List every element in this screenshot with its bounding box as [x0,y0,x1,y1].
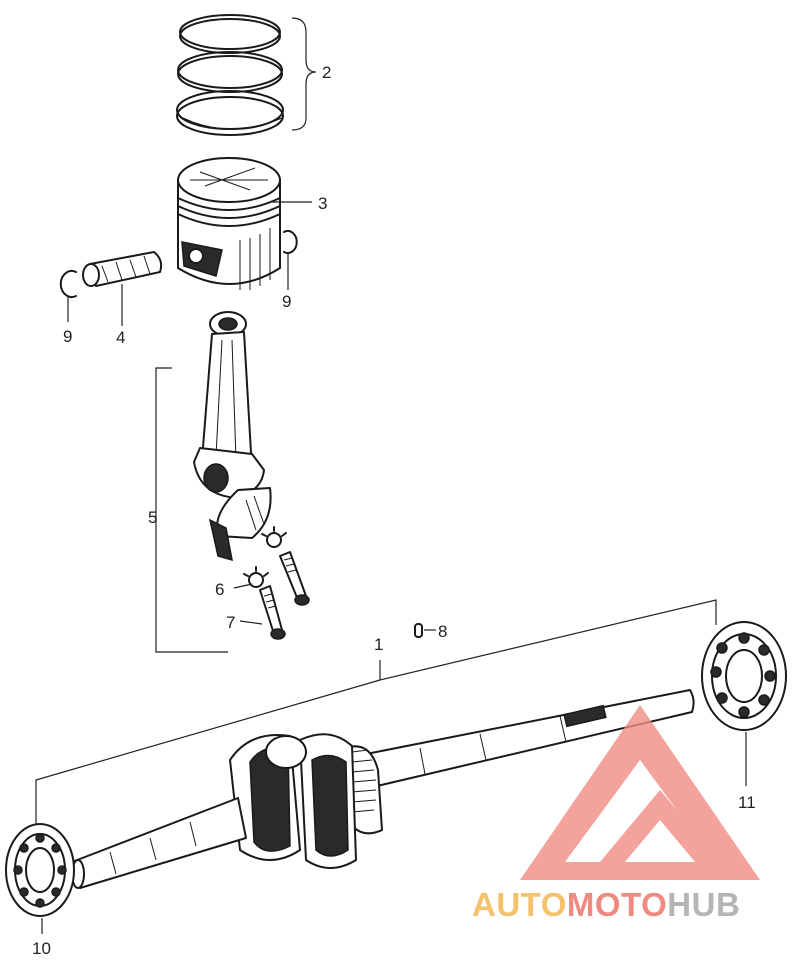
bracket-2 [291,17,317,131]
piston-pin [82,251,163,287]
circlip-right [283,230,298,254]
callout-7: 7 [226,613,235,632]
lock-washer-upper [261,526,287,548]
bearing-left [5,823,75,917]
watermark-logo-icon [520,705,760,880]
watermark-auto: AUTO [472,886,567,923]
crankshaft [71,689,695,889]
connecting-rod [193,311,272,562]
bracket-1 [35,599,717,830]
lock-washer-lower [243,566,269,588]
callout-3: 3 [318,194,327,213]
callout-2: 2 [322,63,331,82]
watermark-text: AUTOMOTOHUB [472,886,740,923]
bearing-right [701,621,787,731]
rod-bolt-upper [279,551,310,606]
callout-8: 8 [438,622,447,641]
piston-rings [176,14,284,136]
callout-4: 4 [116,328,125,347]
rod-bolt-lower [259,585,286,640]
callout-10: 10 [32,939,51,958]
watermark-moto: MOTO [567,886,667,923]
callout-11: 11 [738,793,756,812]
woodruff-key [414,623,423,638]
callout-6: 6 [215,580,224,599]
callout-9-left: 9 [63,327,72,346]
svg-text:AUTOMOTOHUB: AUTOMOTOHUB [472,886,740,923]
callout-5: 5 [148,508,157,527]
callout-1: 1 [374,635,383,654]
circlip-left [59,270,77,298]
callout-9-right: 9 [282,292,291,311]
watermark-hub: HUB [667,886,740,923]
piston [177,157,281,290]
